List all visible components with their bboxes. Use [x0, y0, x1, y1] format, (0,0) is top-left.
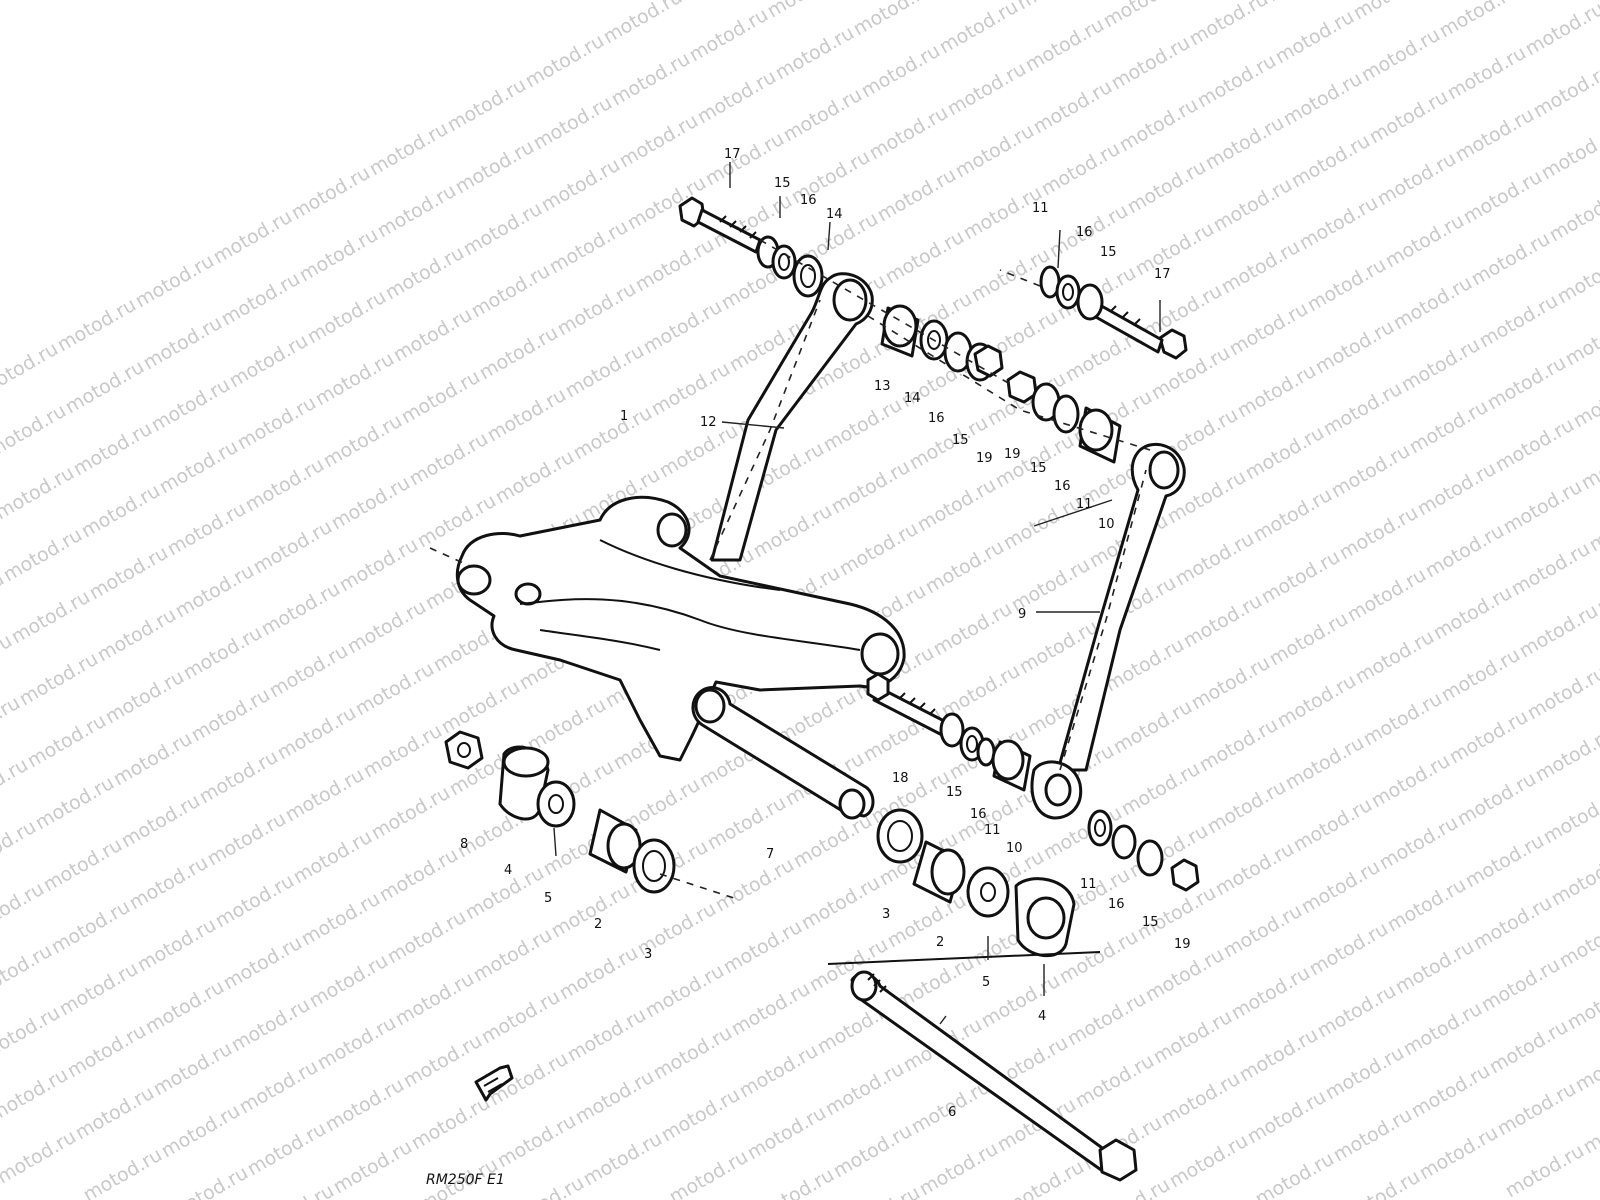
seal-3-left [632, 838, 676, 894]
assembly-centerlines [429, 239, 1151, 965]
washer-16-lower-right [1111, 824, 1137, 860]
nut-19-right [1006, 370, 1038, 404]
bearing-2-left [588, 808, 642, 874]
callout-19-lower-right: 19 [1174, 937, 1191, 952]
bushing-10-lower [991, 739, 1032, 792]
collar-15-lower [939, 712, 965, 748]
callout-4-left: 4 [504, 863, 512, 878]
seal-4-right [1014, 877, 1076, 958]
callout-19-middle: 19 [976, 451, 993, 466]
callout-11-lower-right: 11 [1080, 877, 1097, 892]
callout-10-right: 10 [1098, 517, 1115, 532]
callout-15-upper-right: 15 [1100, 245, 1117, 260]
callout-16-middle: 16 [928, 411, 945, 426]
bolt-18 [866, 672, 952, 738]
callout-16-upper-right: 16 [1076, 225, 1093, 240]
bolt-17-upper [678, 196, 762, 254]
callout-11-right: 11 [1076, 497, 1093, 512]
washer-16-right [1052, 394, 1080, 434]
callout-7-shaft: 7 [766, 847, 774, 862]
callout-2-left: 2 [594, 917, 602, 932]
callout-labels: 17 15 16 14 11 16 15 17 1 12 13 14 16 15… [426, 147, 1191, 1188]
callout-15-lower-right: 15 [1142, 915, 1159, 930]
callout-16-lower: 16 [970, 807, 987, 822]
washer-11-lower-right [1087, 809, 1113, 847]
bearing-2-right [912, 840, 966, 904]
callout-12-tie-rod: 12 [700, 415, 717, 430]
callout-15-lower: 15 [946, 785, 963, 800]
callout-3-right: 3 [882, 907, 890, 922]
callout-11-lower: 11 [984, 823, 1001, 838]
nut-8 [444, 730, 484, 770]
callout-14-upper: 14 [826, 207, 843, 222]
callout-5-left: 5 [544, 891, 552, 906]
callout-17-upper-bolt: 17 [724, 147, 741, 162]
callout-10-lower: 10 [1006, 841, 1023, 856]
callout-2-right: 2 [936, 935, 944, 950]
callout-17-right-bolt: 17 [1154, 267, 1171, 282]
callout-16-lower-right: 16 [1108, 897, 1125, 912]
bearing-14-upper [792, 254, 824, 298]
callout-11-upper-right: 11 [1032, 201, 1049, 216]
bolt-17-right [1092, 302, 1188, 360]
model-code-label: RM250F E1 [426, 1172, 505, 1188]
tie-rod-12 [710, 272, 874, 562]
callout-15-upper: 15 [774, 176, 791, 191]
callout-5-right: 5 [982, 975, 990, 990]
callout-6-pivot-bolt: 6 [948, 1105, 956, 1120]
nut-19-lower-right [1170, 858, 1200, 892]
cushion-lever-1 [455, 495, 906, 762]
leader-lines [553, 162, 1161, 1025]
callout-4-right: 4 [1038, 1009, 1046, 1024]
connecting-rod-9 [1030, 442, 1186, 820]
front-direction-arrow [474, 1064, 514, 1102]
spacer-13 [880, 304, 920, 358]
callout-16-right: 16 [1054, 479, 1071, 494]
callout-14-middle: 14 [904, 391, 921, 406]
callout-1-cushion-lever: 1 [620, 409, 628, 424]
callout-15-middle: 15 [952, 433, 969, 448]
bushing-11-right [1078, 406, 1122, 464]
pivot-bolt-6 [850, 970, 1138, 1182]
callout-13: 13 [874, 379, 891, 394]
callout-3-left: 3 [644, 947, 652, 962]
washer-5-right [966, 866, 1010, 918]
collar-15-right-top [1076, 283, 1104, 321]
callout-16-upper: 16 [800, 193, 817, 208]
seal-3-right [876, 808, 924, 864]
callout-8-nut: 8 [460, 837, 468, 852]
shaft-7 [691, 686, 875, 820]
nut-19-middle [973, 344, 1004, 378]
washer-16-upper [771, 244, 797, 280]
callout-9-connecting-rod: 9 [1018, 607, 1026, 622]
seal-4-left [498, 745, 550, 821]
callout-18-bolt: 18 [892, 771, 909, 786]
collar-15-lower-right [1136, 839, 1164, 877]
washer-5-left [536, 780, 576, 828]
callout-19-right: 19 [1004, 447, 1021, 462]
washer-16-right-top [1055, 274, 1081, 310]
callout-15-right: 15 [1030, 461, 1047, 476]
